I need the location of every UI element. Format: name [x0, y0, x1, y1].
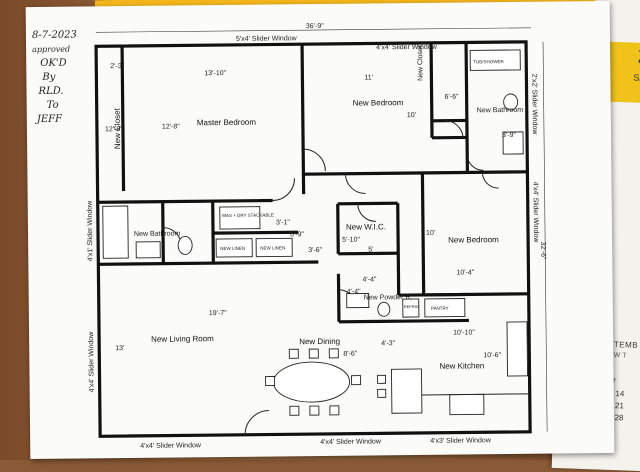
kitchen-island — [391, 369, 421, 413]
door-swing-bath-right-2 — [467, 154, 483, 170]
door-swing-hall-right — [482, 172, 498, 188]
wall-hall-south — [98, 262, 318, 264]
kitchen-counter — [422, 394, 530, 395]
toilet-powder — [378, 302, 390, 316]
dim-label: 4'-4" — [362, 276, 377, 283]
room-bedroom-mid: New Bedroom — [448, 235, 499, 245]
door-swing-wic — [358, 203, 376, 221]
linen-label-2: NEW LINEN — [260, 245, 285, 250]
bar-stool — [378, 375, 386, 383]
door-swing-master — [272, 178, 294, 200]
dim-label: 11' — [364, 74, 373, 81]
tub-shower-label: TUB/SHOWER — [473, 59, 504, 64]
window-label-right-middle: 4'x4' Slider Window — [532, 182, 540, 244]
dining-chair — [330, 406, 339, 415]
dim-label: 10' — [407, 112, 416, 119]
dining-chair — [329, 349, 338, 358]
dim-label: 5' — [368, 246, 373, 253]
window-label-bottom-middle: 4'x4' Slider Window — [320, 438, 382, 446]
door-swing-bedroom-mid — [345, 174, 365, 194]
wall-master-bedroom-south — [98, 200, 273, 202]
dim-label: 10'-4" — [456, 269, 474, 276]
wall-bedroom-top-south — [303, 172, 527, 174]
window-label-top-right: 4'x4' Slider Window — [376, 44, 438, 52]
dining-chair — [309, 349, 318, 358]
dim-label: 2'-3" — [110, 63, 125, 70]
room-living: New Living Room — [151, 334, 214, 344]
wall-wic-north — [338, 203, 398, 204]
door-swing-bedroom-top — [303, 149, 325, 171]
wall-master-bedroom-east — [302, 44, 304, 194]
room-dining: New Dining — [299, 337, 340, 346]
pantry-label: PANTRY — [431, 306, 449, 311]
dim-label: 13' — [115, 345, 124, 352]
kitchen-sink — [450, 394, 484, 414]
dining-chair — [289, 349, 298, 358]
dim-label: 3'-9" — [502, 132, 517, 139]
floor-plan-drawing: 36'-9" 32'-6" — [26, 1, 615, 459]
room-powder: New Powder R. — [364, 294, 413, 302]
wall-bedroom-mid-west — [422, 173, 423, 295]
dim-label: 3'-1" — [276, 219, 291, 226]
door-swing-entry — [245, 411, 269, 435]
room-closet-top: New Closet — [417, 45, 424, 81]
overall-depth-label: 32'-6" — [539, 242, 546, 260]
dining-chair — [352, 376, 361, 385]
washer-dryer-label: WAS + DRY STACKABLE — [222, 212, 274, 218]
dim-label: 12'-8" — [105, 126, 123, 133]
overall-depth-line — [543, 42, 547, 432]
refrigerator-label: REFRIG — [404, 304, 419, 309]
room-master-bedroom: Master Bedroom — [197, 118, 257, 128]
window-label-top-left: 5'x4' Slider Window — [236, 35, 298, 43]
window-label-left-lower: 4'x4' Slider Window — [88, 331, 96, 393]
toilet-left — [178, 236, 192, 254]
dining-table — [273, 362, 349, 403]
dim-label: 6'-6" — [445, 94, 460, 101]
dim-label: 19'-7" — [209, 310, 227, 317]
window-label-bottom-right: 4'x3' Slider Window — [430, 437, 492, 445]
wall-linen-top — [213, 232, 298, 233]
dining-chair — [290, 406, 299, 415]
linen-label-1: NEW LINEN — [220, 246, 245, 251]
window-label-bottom-left: 4'x4' Slider Window — [140, 442, 202, 450]
window-label-right-upper: 2'x2' Slider Window — [530, 74, 538, 136]
room-wic: New W.I.C. — [346, 222, 386, 231]
room-kitchen: New Kitchen — [439, 361, 484, 370]
wall-closet-top-east — [431, 43, 432, 138]
dim-label: 4'-4" — [347, 289, 362, 296]
dim-label: 8'-6" — [343, 351, 358, 358]
dim-label: 3'-6" — [308, 247, 323, 254]
bathtub-left — [103, 206, 129, 258]
dim-label: 10'-10" — [453, 329, 475, 336]
wall-wic-west — [338, 204, 339, 254]
dim-label: 6'-9" — [290, 231, 305, 238]
room-bedroom-top: New Bedroom — [353, 98, 404, 108]
calendar-day-abbr: SA — [633, 73, 640, 83]
dim-label: 10'-6" — [483, 352, 501, 359]
window-label-left-upper: 4'x1' Slider Window — [87, 200, 95, 262]
dining-chair — [266, 376, 275, 385]
bar-stool — [378, 389, 386, 397]
overall-width-label: 36'-9" — [306, 23, 324, 30]
dim-label: 5'-10" — [342, 237, 360, 244]
dim-label: 13'-10" — [204, 70, 226, 77]
room-bathroom-left: New Bathroom — [134, 230, 181, 237]
wall-pantry-south — [399, 320, 469, 321]
kitchen-range — [507, 322, 528, 376]
room-bathroom-right: New Bathroom — [477, 107, 524, 114]
wall-powder-west — [338, 274, 339, 322]
dim-label: 10' — [426, 230, 435, 237]
wall-powder-south — [339, 321, 399, 322]
vanity-left — [136, 242, 160, 258]
dining-chair — [310, 406, 319, 415]
wall-bathroom-right-west — [466, 42, 467, 172]
floor-plan-sheet: 8-7-2023 approved OK'D By RLD. To JEFF 3… — [26, 1, 615, 459]
wall-wic-east — [398, 203, 399, 295]
dim-label: 12'-8" — [162, 123, 180, 130]
dim-label: 4'-3" — [381, 340, 396, 347]
